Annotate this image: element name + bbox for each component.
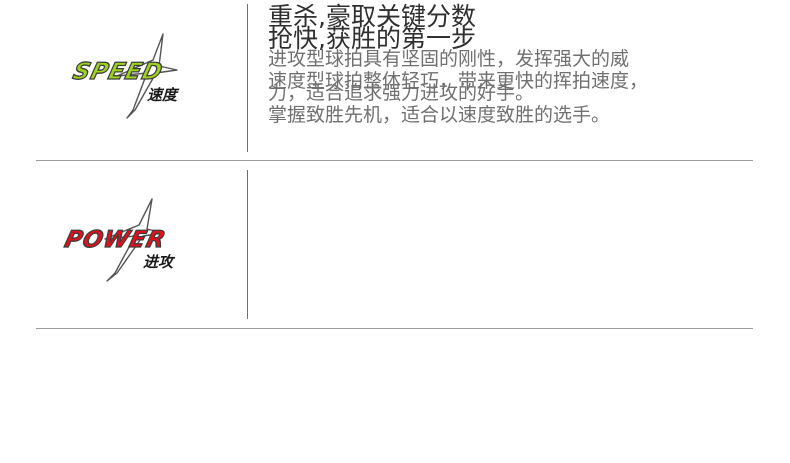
power-title: 重杀,豪取关键分数 bbox=[268, 2, 476, 31]
section-divider bbox=[36, 328, 753, 329]
speed-description-line: 速度型球拍整体轻巧，带来更快的挥拍速度， bbox=[268, 70, 649, 92]
feature-speed: SPEED 速度 抢快,获胜的第一步 速度型球拍整体轻巧，带来更快的挥拍速度， … bbox=[0, 0, 790, 160]
feature-power: POWER 进攻 bbox=[0, 161, 790, 328]
power-logo-word: POWER bbox=[62, 225, 169, 253]
power-bolt-icon bbox=[104, 198, 164, 282]
speed-description: 速度型球拍整体轻巧，带来更快的挥拍速度， 掌握致胜先机，适合以速度致胜的选手。 bbox=[268, 64, 768, 132]
speed-logo-graphic: SPEED 速度 bbox=[70, 33, 180, 119]
power-divider bbox=[247, 170, 248, 319]
power-logo-graphic: POWER 进攻 bbox=[61, 198, 176, 282]
power-text: 重杀,豪取关键分数 进攻型球拍具有坚固的刚性，发挥强大的威 力，适合追求强力进攻… bbox=[268, 0, 768, 110]
speed-divider bbox=[247, 4, 248, 152]
power-description-line: 力，适合追求强力进攻的好手。 bbox=[268, 82, 535, 104]
power-logo-subtitle: 进攻 bbox=[143, 253, 176, 271]
speed-text: 抢快,获胜的第一步 速度型球拍整体轻巧，带来更快的挥拍速度， 掌握致胜先机，适合… bbox=[268, 22, 768, 132]
speed-logo-subtitle: 速度 bbox=[147, 86, 180, 104]
speed-title: 抢快,获胜的第一步 bbox=[268, 24, 476, 53]
power-description: 进攻型球拍具有坚固的刚性，发挥强大的威 力，适合追求强力进攻的好手。 bbox=[268, 42, 768, 110]
speed-logo: SPEED 速度 bbox=[55, 26, 215, 136]
section-divider bbox=[36, 160, 753, 161]
power-logo: POWER 进攻 bbox=[55, 193, 215, 303]
speed-description-line: 掌握致胜先机，适合以速度致胜的选手。 bbox=[268, 104, 611, 126]
speed-bolt-icon bbox=[116, 33, 178, 119]
speed-logo-word: SPEED bbox=[70, 57, 166, 85]
power-description-line: 进攻型球拍具有坚固的刚性，发挥强大的威 bbox=[268, 48, 630, 70]
